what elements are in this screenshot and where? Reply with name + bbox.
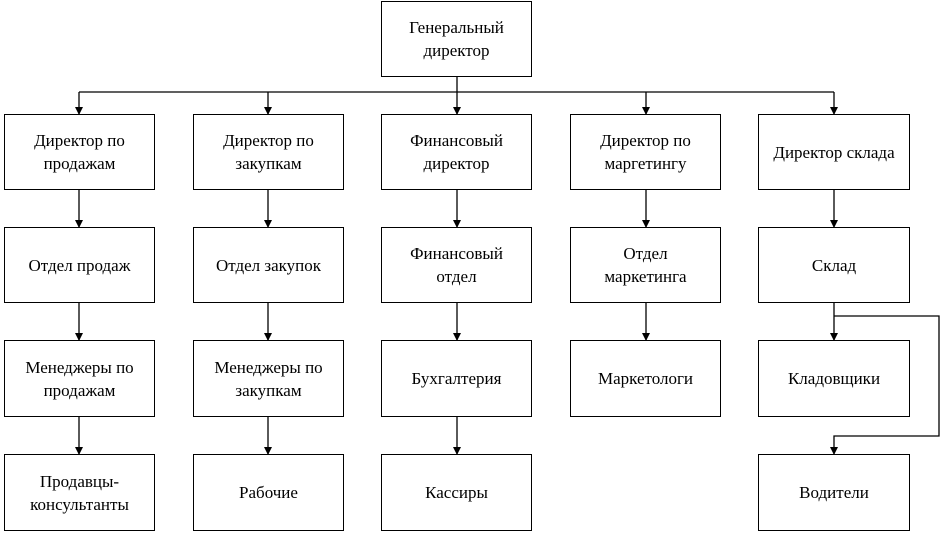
finance-department-box: Финансовый отдел bbox=[381, 227, 532, 303]
sales-consultants-box: Продавцы- консультанты bbox=[4, 454, 155, 531]
sales-director-box: Директор по продажам bbox=[4, 114, 155, 190]
marketing-director-box: Директор по маргетингу bbox=[570, 114, 721, 190]
warehouse-director-box: Директор склада bbox=[758, 114, 910, 190]
cashiers-box: Кассиры bbox=[381, 454, 532, 531]
storekeepers-box: Кладовщики bbox=[758, 340, 910, 417]
sales-department-box: Отдел продаж bbox=[4, 227, 155, 303]
workers-box: Рабочие bbox=[193, 454, 344, 531]
marketing-department-box: Отдел маркетинга bbox=[570, 227, 721, 303]
accounting-box: Бухгалтерия bbox=[381, 340, 532, 417]
sales-managers-box: Менеджеры по продажам bbox=[4, 340, 155, 417]
purchase-director-box: Директор по закупкам bbox=[193, 114, 344, 190]
purchase-managers-box: Менеджеры по закупкам bbox=[193, 340, 344, 417]
purchase-department-box: Отдел закупок bbox=[193, 227, 344, 303]
drivers-box: Водители bbox=[758, 454, 910, 531]
arrow-warehouse-to-drivers bbox=[830, 315, 940, 455]
warehouse-box: Склад bbox=[758, 227, 910, 303]
finance-director-box: Финансовый директор bbox=[381, 114, 532, 190]
ceo-box: Генеральный директор bbox=[381, 1, 532, 77]
marketers-box: Маркетологи bbox=[570, 340, 721, 417]
